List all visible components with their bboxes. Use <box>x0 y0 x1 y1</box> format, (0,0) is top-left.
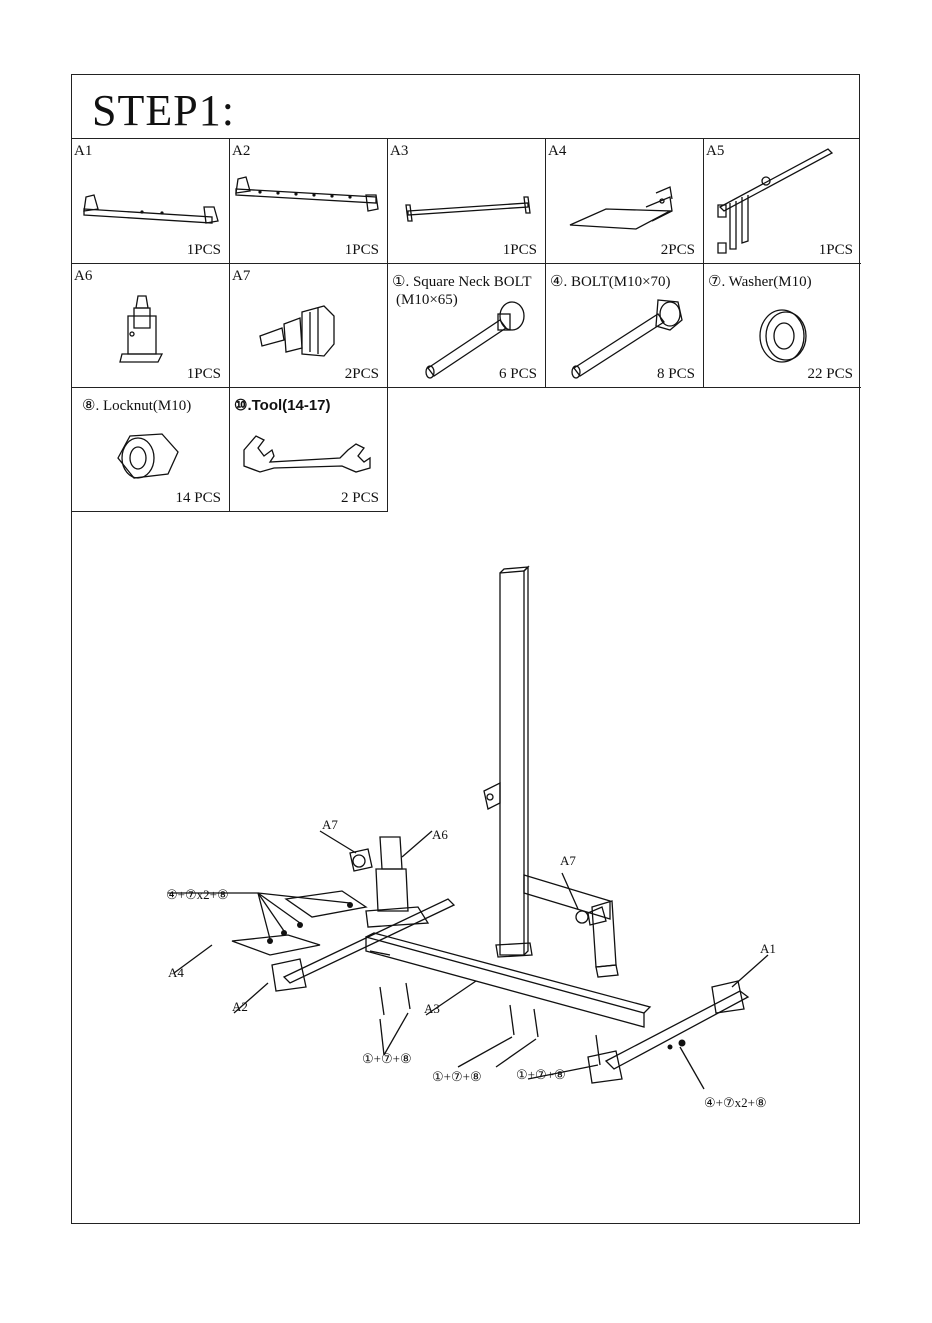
callout-a3: A3 <box>424 1001 440 1017</box>
callout-a4: A4 <box>168 965 184 981</box>
callout-bolt-left: ①+⑦+⑧ <box>362 1051 412 1067</box>
callout-a2: A2 <box>232 999 248 1015</box>
callout-a7-right: A7 <box>560 853 576 869</box>
callout-a1: A1 <box>760 941 776 957</box>
callout-bolt-right: ①+⑦+⑧ <box>516 1067 566 1083</box>
assembly-diagram <box>72 75 861 1225</box>
instruction-sheet: STEP1: A1 1PCS A2 1PCS A3 <box>71 74 860 1224</box>
callout-a6: A6 <box>432 827 448 843</box>
callout-bolt-mid: ①+⑦+⑧ <box>432 1069 482 1085</box>
callout-fastener-left: ④+⑦x2+⑧ <box>166 887 229 903</box>
callout-fastener-right: ④+⑦x2+⑧ <box>704 1095 767 1111</box>
callout-a7-left: A7 <box>322 817 338 833</box>
